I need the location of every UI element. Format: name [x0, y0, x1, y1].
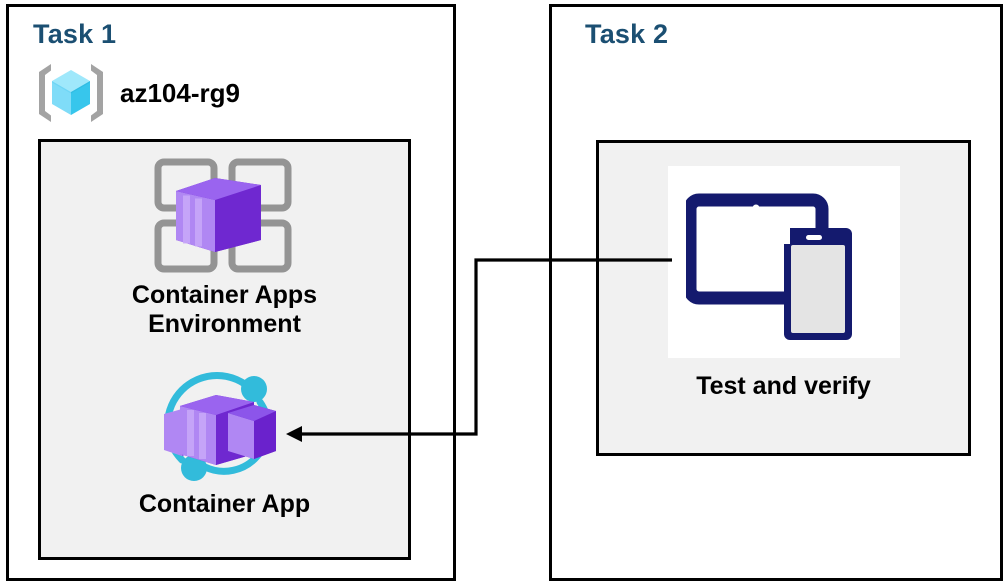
resource-group-label: az104-rg9: [120, 77, 240, 108]
devices-icon-plate: [667, 166, 900, 358]
container-app-label: Container App: [138, 490, 311, 518]
devices-test-icon: [685, 182, 882, 342]
test-and-verify-node: Test and verify: [599, 166, 968, 401]
resource-group-row: az104-rg9: [36, 62, 240, 124]
container-app-icon: [142, 364, 307, 490]
container-apps-environment-node: Container Apps Environment: [41, 155, 408, 338]
test-and-verify-label: Test and verify: [696, 372, 871, 400]
container-apps-environment-icon: [142, 155, 307, 281]
container-apps-environment-label: Container Apps Environment: [131, 281, 318, 338]
task-2-title: Task 2: [585, 19, 669, 49]
azure-resource-group-icon: [36, 62, 106, 124]
task-1-inner-panel: Container Apps Environment: [38, 139, 411, 560]
task-1-title: Task 1: [33, 19, 117, 49]
task-2-inner-panel: Test and verify: [596, 140, 971, 456]
container-app-node: Container App: [41, 364, 408, 519]
